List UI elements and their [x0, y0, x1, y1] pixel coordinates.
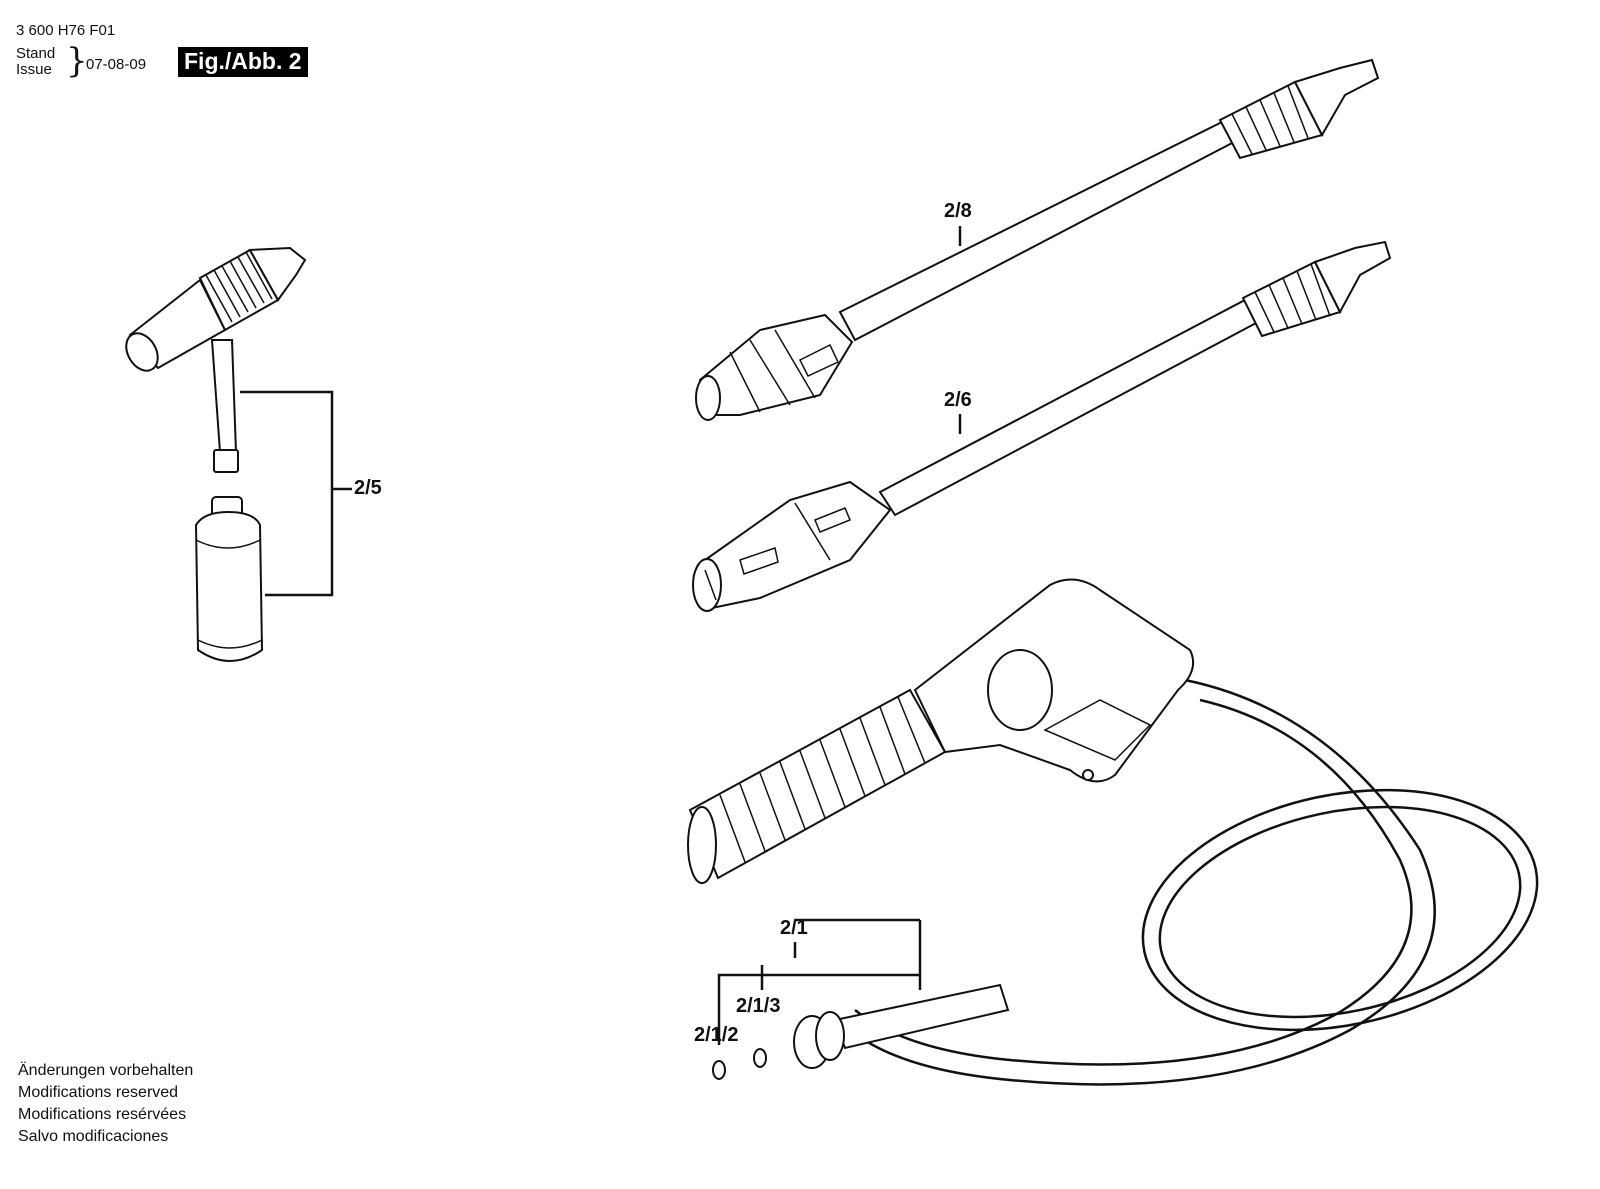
label-2-1-2: 2/1/2 — [694, 1024, 739, 1046]
bracket-2-1 — [717, 973, 920, 1045]
brace-glyph: } — [66, 41, 88, 81]
document-code: 3 600 H76 F01 — [16, 22, 116, 39]
label-2-1-3: 2/1/3 — [736, 995, 781, 1017]
label-2-5: 2/5 — [354, 477, 382, 499]
label-2-8: 2/8 — [944, 200, 972, 222]
bracket-2-5 — [240, 390, 334, 597]
foam-nozzle-drawing — [125, 246, 307, 662]
label-2-6: 2/6 — [944, 389, 972, 411]
modification-notes: Änderungen vorbehalten Modifications res… — [18, 1060, 193, 1148]
note-line-es: Salvo modificaciones — [18, 1128, 169, 1145]
stand-issue-label: Stand Issue — [16, 46, 55, 78]
issue-date: 07-08-09 — [86, 56, 147, 73]
spray-gun-drawing — [687, 578, 1539, 1086]
lance-2-8-drawing — [695, 58, 1380, 421]
lance-2-6-drawing — [692, 240, 1392, 612]
stand-label: Stand — [16, 45, 56, 62]
note-line-fr: Modifications resérvées — [18, 1106, 187, 1123]
figure-title: Fig./Abb. 2 — [178, 47, 308, 77]
label-2-1: 2/1 — [780, 917, 808, 939]
note-line-de: Änderungen vorbehalten — [18, 1062, 194, 1079]
issue-label: Issue — [16, 61, 52, 78]
note-line-en: Modifications reserved — [18, 1084, 179, 1101]
